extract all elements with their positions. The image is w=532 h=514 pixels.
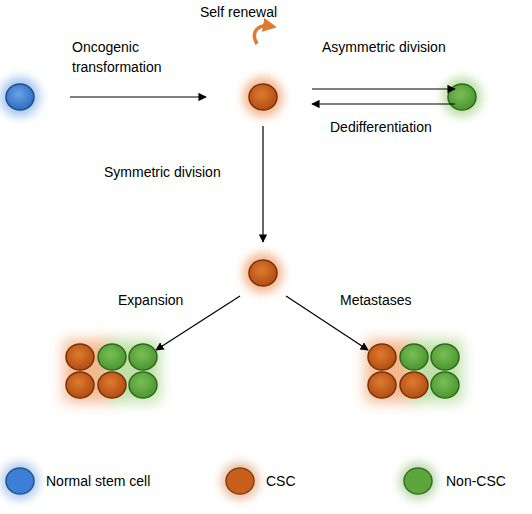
- arrow: [312, 88, 455, 89]
- process-label: Oncogenic transformation: [72, 37, 190, 77]
- non-csc-cell: [448, 84, 476, 110]
- arrow: [312, 103, 455, 104]
- legend-glow: [399, 462, 437, 500]
- normal-stem-cell: [6, 84, 34, 110]
- csc-cell: [249, 84, 277, 110]
- process-label: Expansion: [118, 290, 208, 310]
- cell-glows: [0, 77, 482, 402]
- legend-glow: [221, 462, 259, 500]
- arrow: [70, 96, 206, 97]
- cell-cluster: [368, 344, 459, 398]
- self-renewal-arrow: [254, 26, 270, 44]
- process-label: Symmetric division: [104, 162, 274, 182]
- process-label: Metastases: [340, 290, 430, 310]
- legend-marks: [1, 462, 437, 500]
- legend-swatch: [6, 468, 34, 494]
- process-label: Dedifferentiation: [330, 117, 480, 137]
- legend-label: Non-CSC: [446, 471, 506, 491]
- legend-swatch: [226, 468, 254, 494]
- csc-cell: [249, 260, 277, 286]
- legend-swatch: [404, 468, 432, 494]
- legend-label: Normal stem cell: [46, 471, 150, 491]
- legend-label: CSC: [266, 471, 296, 491]
- process-label: Asymmetric division: [322, 37, 482, 57]
- legend-glow: [1, 462, 39, 500]
- process-label: Self renewal: [200, 2, 320, 22]
- cells: [6, 84, 476, 286]
- cell-cluster: [66, 344, 157, 398]
- arrow: [262, 126, 263, 242]
